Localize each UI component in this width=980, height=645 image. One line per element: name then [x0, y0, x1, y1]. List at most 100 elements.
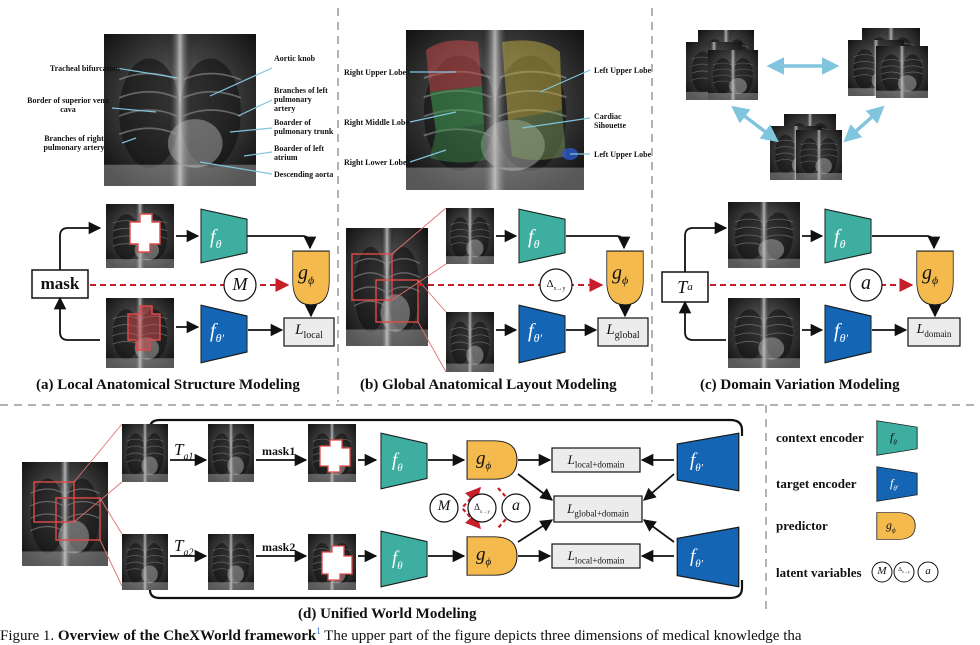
caption-a: (a) Local Anatomical Structure Modeling	[36, 377, 300, 393]
anatomy-xray-a	[104, 34, 256, 186]
legend-context-encoder-icon	[876, 420, 918, 456]
lobe-xray-b	[406, 30, 584, 190]
legend-context-symbol: fθ	[890, 430, 897, 447]
loss-box-c	[907, 317, 961, 347]
panel-c	[661, 28, 961, 368]
caption-d: (d) Unified World Modeling	[298, 606, 477, 622]
xray-target-b	[446, 312, 494, 372]
caption-c: (c) Domain Variation Modeling	[700, 377, 900, 393]
legend-latent-a-icon	[917, 561, 939, 583]
latent-dashes-d	[460, 486, 518, 530]
legend-latent-m-icon	[871, 561, 893, 583]
context-encoder-d2-symbol: fθ	[392, 548, 403, 572]
target-encoder-d2	[676, 526, 740, 588]
target-encoder-a-symbol: fθ′	[210, 320, 225, 345]
latent-c-symbol: a	[861, 272, 871, 294]
xray-target-a	[106, 298, 174, 368]
label-descending-aorta: Descending aorta	[274, 170, 334, 179]
loss-box-b	[597, 317, 649, 347]
transform-d1-symbol: Ta1	[174, 440, 194, 463]
legend-latent-delta-icon	[893, 561, 915, 583]
label-tracheal-bifurcation: Tracheal bifurcation	[49, 64, 120, 73]
transform-d2-symbol: Ta2	[174, 536, 194, 559]
target-encoder-c-symbol: fθ′	[834, 320, 849, 345]
context-encoder-d2	[380, 530, 428, 588]
legend-context-encoder-label: context encoder	[776, 430, 864, 445]
source-xray-d	[22, 462, 108, 566]
legend-target-symbol: fθ′	[890, 476, 899, 493]
loss-box-d-top	[551, 447, 641, 473]
loss-d-mid-label: Lglobal+domain	[567, 501, 629, 519]
legend-latent-label: latent variables	[776, 565, 862, 580]
flow-arrows-a	[53, 221, 318, 341]
panel-b	[346, 30, 649, 373]
predictor-d2	[466, 536, 518, 576]
predictor-d1	[466, 440, 518, 480]
section-dividers	[0, 8, 980, 612]
loss-a-label: Llocal	[295, 322, 323, 341]
zoom-lines-d	[73, 423, 123, 587]
context-encoder-d1-symbol: fθ	[392, 450, 403, 474]
loss-d-bot-label: Llocal+domain	[567, 548, 625, 566]
label-right-middle-lobe: Right Middle Lobe	[344, 118, 409, 127]
label-cardiac-silhouette: Cardiac Sihouette	[594, 112, 626, 130]
predictor-d2-symbol: gϕ	[476, 544, 492, 568]
legend-latent-m: M	[877, 565, 887, 577]
mask-label: mask	[40, 274, 80, 293]
domain-xrays-c	[686, 28, 928, 180]
label-pulmonary-trunk: Boarder of pulmonary trunk	[274, 118, 334, 136]
caption-b: (b) Global Anatomical Layout Modeling	[360, 377, 617, 393]
latent-d-m-symbol: M	[437, 498, 451, 514]
latent-circle-d-delta	[467, 493, 497, 523]
label-right-upper-lobe: Right Upper Lobe	[344, 68, 407, 77]
figure-caption: Figure 1. Overview of the CheXWorld fram…	[0, 626, 802, 644]
loss-box-d-mid	[553, 495, 643, 523]
latent-circle-b	[539, 268, 573, 302]
panel-a	[31, 34, 335, 368]
source-xray-b	[346, 228, 428, 346]
xray-row2-d	[122, 534, 356, 590]
label-left-upper-lobe: Left Upper Lobe	[594, 66, 652, 75]
legend	[871, 420, 939, 583]
mask2-label: mask2	[262, 540, 296, 554]
loss-box-a	[283, 317, 335, 347]
domain-arrows-c	[731, 57, 885, 143]
xray-context-a	[106, 204, 174, 268]
predictor-a-symbol: gϕ	[298, 262, 315, 287]
target-encoder-d1-symbol: fθ′	[690, 450, 704, 474]
context-encoder-d1	[380, 432, 428, 490]
target-encoder-d1	[676, 432, 740, 492]
context-encoder-a	[200, 208, 248, 264]
xray-target-c	[728, 298, 800, 368]
label-svc-border: Border of superior vena cava	[27, 96, 109, 114]
label-left-upper-lobe-2: Left Upper Lobe	[594, 150, 652, 159]
label-aortic-knob: Aortic knob	[274, 54, 316, 63]
context-encoder-b-symbol: fθ	[528, 226, 540, 251]
context-encoder-a-symbol: fθ	[210, 226, 222, 251]
predictor-c-symbol: gϕ	[922, 262, 939, 287]
label-left-atrium: Boarder of left atrium	[274, 144, 325, 162]
loss-b-label: Lglobal	[606, 322, 640, 341]
panel-d	[22, 418, 744, 600]
transform-box-c	[661, 271, 709, 303]
legend-predictor-icon	[876, 512, 916, 540]
context-encoder-c-symbol: fθ	[834, 226, 846, 251]
loss-box-d-bot	[551, 543, 641, 569]
lobe-pointers-b	[409, 69, 591, 163]
anatomy-pointers-a	[111, 67, 273, 175]
flow-arrows-c	[678, 221, 942, 341]
flow-arrows-b	[496, 229, 632, 337]
legend-predictor-label: predictor	[776, 518, 828, 533]
legend-target-encoder-label: target encoder	[776, 476, 857, 491]
legend-latent-delta: Δx→y	[898, 567, 910, 575]
label-left-pulmonary-artery: Branches of left pulmonary artery	[274, 86, 328, 113]
latent-a-symbol: M	[232, 274, 248, 294]
latent-circle-d-m	[429, 493, 459, 523]
xray-row1-d	[122, 424, 356, 482]
latent-d-a-symbol: a	[512, 497, 520, 514]
latent-circle-a	[223, 268, 257, 302]
context-encoder-b	[518, 208, 566, 264]
loss-d-top-label: Llocal+domain	[567, 452, 625, 470]
latent-circle-d-a	[501, 493, 531, 523]
